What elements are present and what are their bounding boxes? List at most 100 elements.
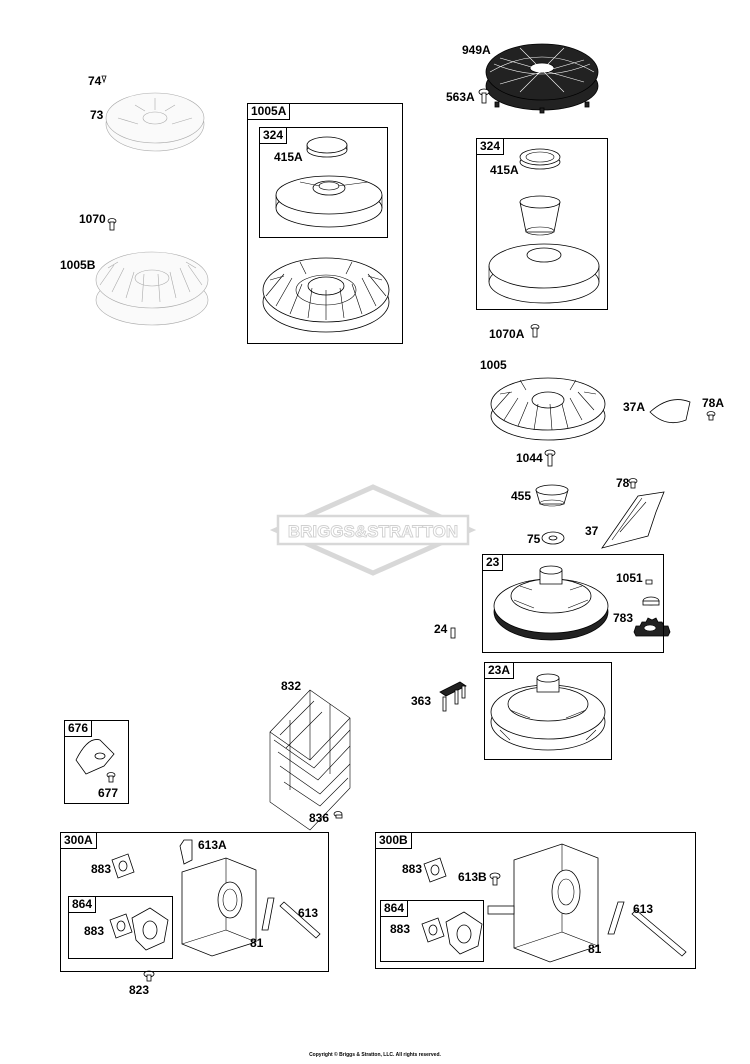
callout-37A: 37A	[623, 400, 646, 414]
part-324-housing-left	[275, 175, 383, 228]
part-74-screw	[101, 75, 107, 84]
callout-613-a: 613	[298, 906, 319, 920]
callout-1005: 1005	[480, 358, 507, 372]
callout-73: 73	[90, 108, 104, 122]
callout-78: 78	[616, 476, 630, 490]
callout-836: 836	[309, 811, 330, 825]
part-37A-air-guide	[649, 399, 691, 424]
part-864-flange-b	[445, 911, 483, 955]
group-23A: 23A	[484, 662, 612, 760]
callout-883-b2: 883	[390, 922, 411, 936]
group-tag-1005A: 1005A	[247, 103, 291, 120]
callout-81-b: 81	[588, 942, 602, 956]
group-tag-300A: 300A	[60, 832, 97, 849]
part-1070A-screw	[530, 324, 540, 338]
group-676: 676	[64, 720, 129, 804]
callout-363: 363	[411, 694, 432, 708]
part-883-gasket-a1	[111, 853, 135, 879]
callout-78A: 78A	[702, 396, 725, 410]
callout-883-a2: 883	[84, 924, 105, 938]
part-363-bracket	[439, 681, 467, 712]
part-1070-screw	[107, 218, 117, 231]
part-24-pin	[450, 627, 456, 639]
part-1005B-fan	[95, 251, 209, 326]
part-1044-screw	[544, 449, 556, 467]
part-1005A-fan	[262, 257, 390, 333]
part-864-flange-a	[131, 907, 169, 951]
part-883-gasket-a2	[109, 913, 133, 939]
callout-949A: 949A	[462, 43, 491, 57]
group-864-left: 864	[68, 896, 173, 959]
callout-1070: 1070	[79, 212, 106, 226]
part-75-washer	[541, 531, 565, 545]
group-tag-300B: 300B	[375, 832, 412, 849]
part-81-screen-a	[261, 897, 275, 931]
part-cup	[519, 195, 561, 236]
callout-1070A: 1070A	[489, 327, 525, 341]
part-37-air-guide	[601, 491, 665, 549]
callout-74: 74	[88, 74, 102, 88]
part-949A-grille	[485, 43, 599, 114]
group-324-right: 324	[476, 138, 608, 310]
part-73-rotating-screen	[105, 92, 205, 152]
group-tag-324-right: 324	[476, 138, 505, 155]
part-1051-key	[645, 579, 653, 585]
callout-415A-left: 415A	[274, 150, 303, 164]
part-muffler-a	[181, 857, 257, 957]
part-23-flywheel	[493, 565, 609, 641]
callout-37: 37	[585, 524, 599, 538]
part-613B-bolt	[489, 872, 501, 886]
group-864-right: 864	[380, 900, 484, 962]
callout-24: 24	[434, 622, 448, 636]
part-78-screw	[628, 478, 638, 489]
part-823-screw	[143, 970, 155, 982]
group-23: 23	[482, 554, 664, 653]
callout-75: 75	[527, 532, 541, 546]
part-81-screen-b	[607, 901, 625, 935]
callout-1051: 1051	[616, 571, 643, 585]
callout-883-b1: 883	[402, 862, 423, 876]
part-836-screw	[333, 811, 343, 819]
callout-1005B: 1005B	[60, 258, 96, 272]
callout-613-b: 613	[633, 902, 654, 916]
part-832-muffler-guard	[269, 689, 351, 831]
part-563A-bolt	[478, 88, 490, 104]
copyright-notice: Copyright © Briggs & Stratton, LLC. All …	[309, 1052, 441, 1058]
briggs-stratton-watermark: BRIGGS&STRATTON	[269, 484, 477, 576]
group-tag-864-right: 864	[380, 900, 409, 917]
watermark-text: BRIGGS&STRATTON	[288, 522, 458, 541]
part-muffler-b	[487, 843, 599, 963]
callout-783: 783	[613, 611, 634, 625]
group-tag-23: 23	[482, 554, 504, 571]
part-78A-screw	[706, 411, 716, 421]
part-324-housing-right	[488, 243, 600, 304]
part-883-gasket-b2	[421, 917, 445, 943]
part-613-tube-b	[631, 909, 687, 957]
part-613A-bracket	[179, 839, 193, 865]
group-tag-676: 676	[64, 720, 93, 737]
callout-81-a: 81	[250, 936, 264, 950]
group-tag-864-left: 864	[68, 896, 97, 913]
part-883-gasket-b1	[423, 857, 447, 883]
callout-677: 677	[98, 786, 119, 800]
group-300A: 300A	[60, 832, 329, 972]
callout-563A: 563A	[446, 90, 475, 104]
part-415A-cap-left	[306, 136, 348, 158]
part-starter-gear	[633, 617, 671, 637]
part-1005-fan	[490, 377, 606, 441]
part-676-bracket	[75, 739, 115, 775]
part-455-cup	[535, 484, 569, 507]
part-677-screw	[106, 772, 116, 783]
part-23A-flywheel	[490, 673, 606, 751]
callout-1044: 1044	[516, 451, 543, 465]
callout-883-a1: 883	[91, 862, 112, 876]
callout-613A: 613A	[198, 838, 227, 852]
group-tag-324-left: 324	[259, 127, 288, 144]
group-tag-23A: 23A	[484, 662, 515, 679]
callout-832: 832	[281, 679, 302, 693]
callout-823: 823	[129, 983, 150, 997]
part-783-nut	[642, 596, 660, 606]
callout-415A-right: 415A	[490, 163, 519, 177]
